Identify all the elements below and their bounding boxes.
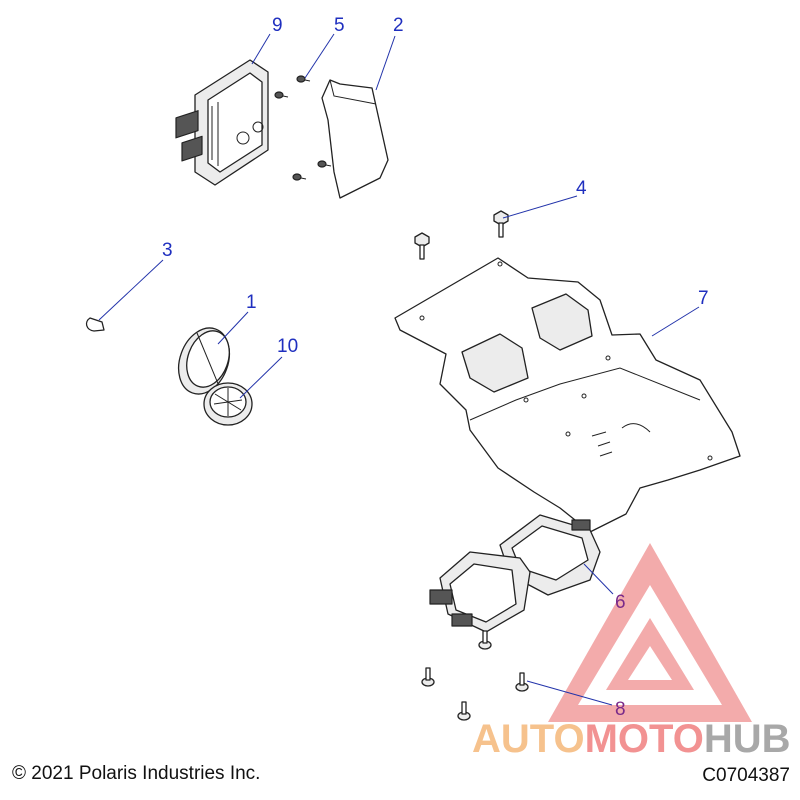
watermark-logo — [548, 543, 752, 722]
copyright-text: © 2021 Polaris Industries Inc. — [12, 763, 261, 784]
callout-3: 3 — [162, 240, 173, 261]
screw-small-group — [274, 75, 332, 181]
watermark-text-auto: AUTO — [472, 717, 585, 761]
bolt-group — [414, 210, 509, 260]
mounting-plate-part — [394, 257, 741, 533]
callout-10: 10 — [277, 336, 298, 357]
callout-4: 4 — [576, 178, 587, 199]
callout-5: 5 — [334, 15, 345, 36]
screw-lower-group — [421, 630, 529, 721]
cover-bracket-part — [321, 79, 389, 199]
plug-part — [203, 382, 253, 426]
callout-7: 7 — [698, 288, 709, 309]
ecu-module-part — [175, 59, 269, 186]
grommet-part — [177, 327, 231, 395]
callout-1: 1 — [246, 292, 257, 313]
watermark-text: AUTOMOTOHUB — [472, 717, 791, 761]
callout-labels: 9 5 2 4 3 1 10 7 6 8 — [162, 15, 709, 720]
callout-6: 6 — [615, 592, 626, 613]
watermark-text-moto: MOTO — [585, 717, 704, 761]
leader-lines — [98, 33, 700, 706]
clip-part — [85, 317, 105, 332]
drawing-id: C0704387 — [702, 765, 790, 786]
callout-9: 9 — [272, 15, 283, 36]
callout-2: 2 — [393, 15, 404, 36]
control-module-part — [429, 514, 601, 633]
watermark-triangle-hole — [628, 646, 672, 680]
watermark-text-hub: HUB — [704, 717, 791, 761]
callout-8: 8 — [615, 699, 626, 720]
